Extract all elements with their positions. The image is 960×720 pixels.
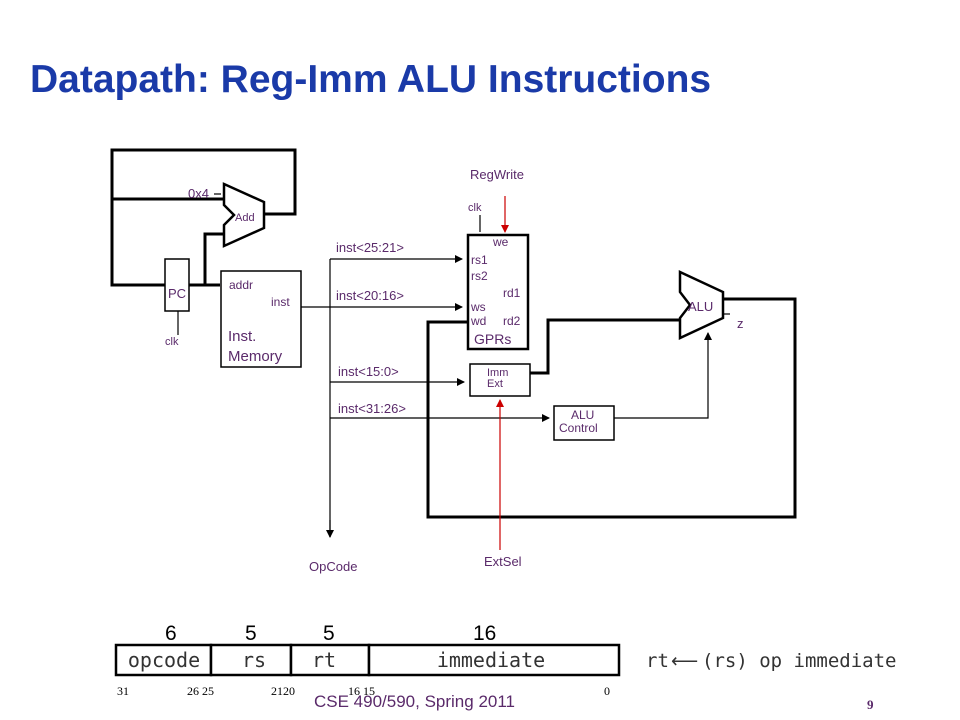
imm-ext-unit [469, 363, 531, 397]
gprs-register-file [466, 233, 530, 351]
alu-control-label-2: Control [559, 421, 598, 435]
format-bit-21-20: 2120 [271, 684, 295, 698]
gprs-rd1-label: rd1 [503, 286, 521, 300]
gprs-rs1-label: rs1 [471, 253, 488, 267]
instruction-wires [177, 193, 730, 538]
extsel-label: ExtSel [484, 554, 522, 569]
alu-zero-label: z [737, 316, 744, 331]
format-bit-0: 0 [604, 684, 610, 698]
format-field-immediate: immediate [437, 648, 545, 672]
pc-clk-label: clk [165, 336, 179, 348]
footer-course: CSE 490/590, Spring 2011 [314, 692, 515, 711]
adder-unit [222, 182, 266, 248]
opcode-label: OpCode [309, 559, 357, 574]
adder-label: Add [235, 212, 255, 224]
alu-control-label-1: ALU [571, 408, 594, 422]
imem-inst-label: inst [271, 295, 290, 309]
page-number: 9 [867, 697, 874, 712]
slide-title: Datapath: Reg-Imm ALU Instructions [30, 58, 712, 101]
imem-name-line2: Memory [228, 348, 283, 365]
imem-addr-label: addr [229, 278, 253, 292]
gprs-rd2-label: rd2 [503, 314, 521, 328]
format-width-immediate: 16 [473, 622, 496, 645]
gprs-rs2-label: rs2 [471, 269, 488, 283]
pc-label: PC [168, 286, 186, 301]
format-width-rt: 5 [323, 622, 335, 645]
field-label-rt: inst<20:16> [336, 288, 404, 303]
format-field-rt: rt [312, 648, 336, 672]
format-field-rs: rs [242, 648, 266, 672]
imm-ext-label-1: Imm [487, 367, 508, 379]
control-wires [496, 196, 509, 550]
format-width-opcode: 6 [165, 622, 177, 645]
gprs-ws-label: ws [470, 300, 486, 314]
format-bit-31: 31 [117, 684, 129, 698]
gprs-clk-label: clk [468, 202, 482, 214]
alu-unit [678, 270, 725, 340]
field-label-rs: inst<25:21> [336, 240, 404, 255]
imem-name-line1: Inst. [228, 328, 256, 345]
alu-control-unit [553, 405, 615, 441]
format-width-rs: 5 [245, 622, 257, 645]
rtl-arrow: ⟵ [671, 651, 698, 672]
gprs-we-label: we [492, 235, 509, 249]
rtl-dest: rt [646, 650, 669, 672]
gprs-wd-label: wd [470, 314, 486, 328]
field-label-imm: inst<15:0> [338, 364, 399, 379]
pc-register [164, 258, 190, 312]
format-field-immediate-box [367, 643, 621, 677]
format-bit-16-15: 16 15 [348, 684, 375, 698]
instruction-memory [220, 270, 302, 368]
format-field-opcode: opcode [128, 648, 200, 672]
field-label-opcode: inst<31:26> [338, 401, 406, 416]
const-4-label: 0x4 [188, 186, 209, 201]
rtl-expression: (rs) op immediate [702, 650, 896, 672]
format-field-opcode-box [114, 643, 213, 677]
instruction-format: 6 5 5 16 opcode rs rt immediate 31 26 25… [114, 622, 896, 698]
format-bit-26-25: 26 25 [187, 684, 214, 698]
alu-label: ALU [688, 299, 713, 314]
pc-loop-wires [110, 148, 797, 519]
regwrite-label: RegWrite [470, 167, 524, 182]
gprs-name-label: GPRs [474, 331, 511, 347]
imm-ext-label-2: Ext [487, 378, 503, 390]
